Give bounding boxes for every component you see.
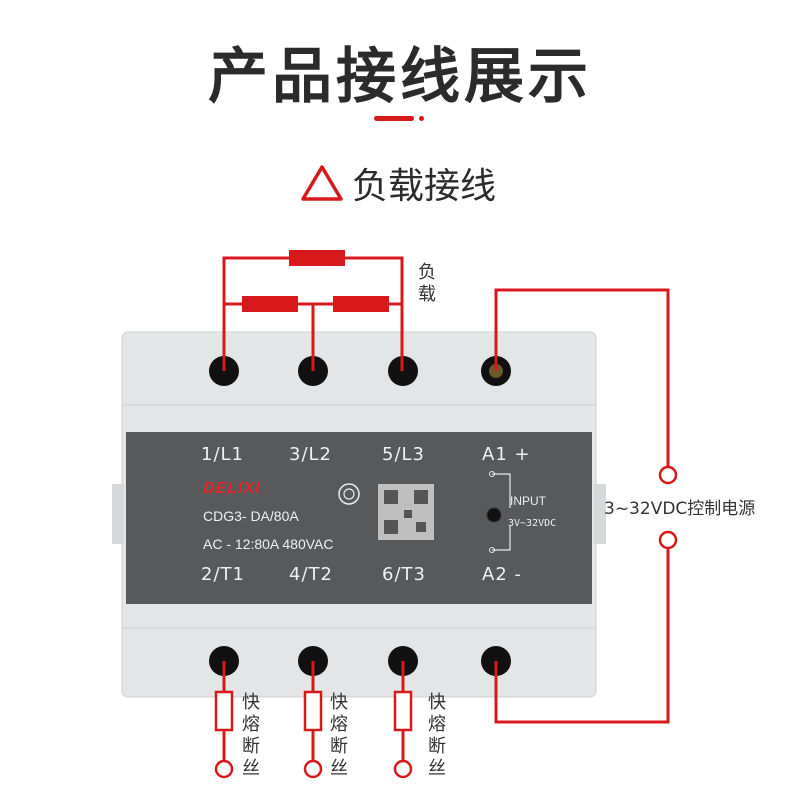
top-terminals (209, 356, 511, 386)
terminal-label-4-t2: 4/T2 (289, 564, 333, 585)
input-range: 3V~32VDC (508, 518, 557, 529)
terminal-label-1-l1: 1/L1 (201, 444, 244, 465)
page-title: 产品接线展示 (208, 42, 592, 112)
fuse-label-2: 快 熔 断 丝 (330, 692, 348, 779)
terminal-label-5-l3: 5/L3 (382, 444, 425, 465)
section-heading: 负载接线 (300, 158, 496, 208)
load-resistor-3 (333, 296, 389, 312)
fuse-label-3: 快 熔 断 丝 (428, 692, 446, 779)
input-label: INPUT (510, 494, 546, 508)
rail-clip-left (112, 484, 124, 544)
load-resistor-2 (242, 296, 298, 312)
control-terminal-negative (658, 530, 678, 550)
fuse-1 (214, 690, 234, 732)
terminal-label-6-t3: 6/T3 (382, 564, 426, 585)
fuse-3 (393, 690, 413, 732)
terminal-label-3-l2: 3/L2 (289, 444, 332, 465)
rail-clip-right (594, 484, 606, 544)
terminal-label-2-t1: 2/T1 (201, 564, 245, 585)
output-terminal-3 (393, 759, 413, 779)
title-underline (374, 116, 414, 121)
terminal-label-a1: A1 + (482, 444, 531, 465)
fuse-label-1: 快 熔 断 丝 (242, 692, 260, 779)
load-label: 负 载 (418, 262, 436, 305)
rating-text: AC - 12:80A 480VAC (203, 536, 334, 552)
model-number: CDG3- DA/80A (203, 508, 299, 524)
load-resistor-1 (289, 250, 345, 266)
output-terminal-1 (214, 759, 234, 779)
output-terminal-2 (303, 759, 323, 779)
control-power-label: 3~32VDC控制电源 (604, 499, 756, 519)
relay-front-panel (126, 432, 592, 604)
warning-triangle-icon (301, 165, 343, 201)
title-underline-dot (419, 116, 424, 121)
brand-logo: DELIXI (203, 480, 261, 497)
indicator-led (486, 507, 502, 523)
ccc-mark (338, 483, 360, 505)
control-wiring (494, 288, 670, 724)
terminal-label-a2: A2 - (482, 564, 522, 585)
fuse-2 (303, 690, 323, 732)
section-title: 负载接线 (352, 166, 497, 207)
control-terminal-positive (658, 465, 678, 485)
